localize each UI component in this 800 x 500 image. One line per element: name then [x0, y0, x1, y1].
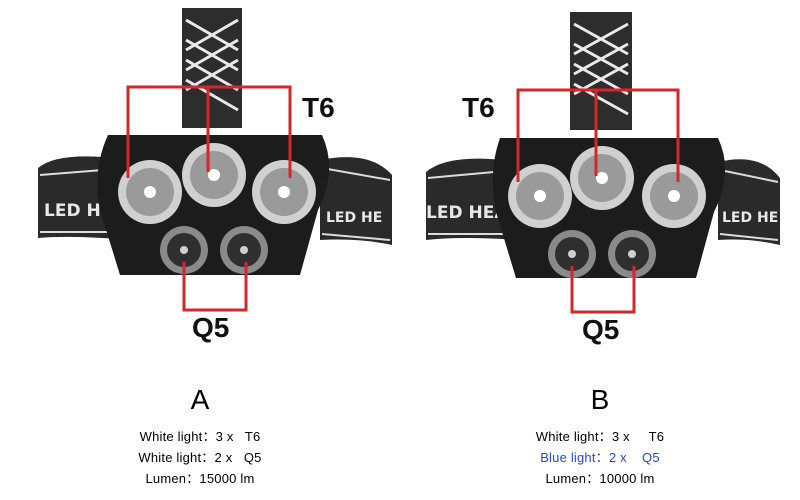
strap-text-side-b: LED HE: [722, 210, 778, 226]
spec-line-a-3: Lumen：15000 lm: [145, 471, 255, 486]
t6-leds-b: [508, 146, 706, 228]
t6-callout-box-b: [516, 88, 680, 182]
variant-a-panel: LED HEADL LED HE T6 Q5 A White light：3 x…: [38, 8, 392, 486]
q5-callout-box-b: [570, 266, 636, 314]
spec-line-b-3: Lumen：10000 lm: [545, 471, 655, 486]
headlamp-image-b: LED HEADL LED HE: [426, 12, 780, 314]
t6-label-b: T6: [462, 92, 495, 123]
headlamp-image-a: LED HEADL LED HE: [38, 8, 392, 312]
strap-text-side-a: LED HE: [326, 210, 382, 226]
variant-letter-a: A: [190, 384, 210, 415]
spec-line-b-2: Blue light：2 x Q5: [540, 450, 660, 465]
q5-leds-b: [548, 230, 656, 278]
variant-b-panel: LED HEADL LED HE T6 Q5 B White light：3 x…: [400, 0, 800, 500]
t6-label-a: T6: [302, 92, 335, 123]
t6-leds-a: [118, 143, 316, 224]
q5-label-a: Q5: [192, 312, 230, 343]
q5-leds-a: [160, 226, 268, 274]
top-strap-b: [570, 12, 632, 130]
spec-line-a-1: White light：3 x T6: [139, 429, 261, 444]
t6-callout-box-a: [126, 85, 292, 178]
top-strap-a: [182, 8, 242, 128]
spec-line-a-2: White light：2 x Q5: [138, 450, 262, 465]
q5-callout-box-a: [182, 262, 248, 312]
spec-line-b-1: White light：3 x T6: [535, 429, 665, 444]
variant-letter-b: B: [590, 384, 610, 415]
q5-label-b: Q5: [582, 314, 620, 345]
